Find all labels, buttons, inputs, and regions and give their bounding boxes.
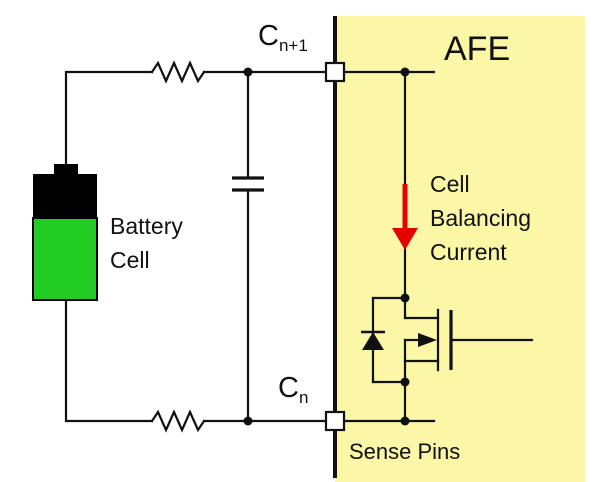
body-diode-icon	[362, 332, 384, 350]
pin-top-base: C	[258, 20, 279, 52]
battery-charge	[32, 217, 98, 301]
node-bottom-right	[400, 416, 410, 426]
pin-bottom-label: Cn	[278, 372, 308, 407]
node-top-left	[243, 67, 253, 77]
battery-label-line2: Cell	[110, 247, 150, 273]
battery-label-line1: Battery	[110, 213, 183, 239]
balancing-label-line3: Current	[430, 239, 507, 265]
top-resistor	[150, 60, 206, 84]
battery-terminal	[54, 164, 78, 176]
balancing-label-line2: Balancing	[430, 205, 531, 231]
balancing-arrowhead	[392, 228, 418, 250]
pin-top-square	[324, 61, 346, 83]
battery-cap	[33, 174, 97, 218]
pin-top-subscript: n+1	[279, 36, 308, 55]
balancing-label-line1: Cell	[430, 171, 470, 197]
mosfet-arrow-icon	[418, 333, 437, 347]
bottom-resistor	[150, 409, 206, 433]
pin-top-label: Cn+1	[258, 20, 308, 55]
bottom-wire-left	[64, 296, 154, 423]
sense-pins-label: Sense Pins	[349, 439, 460, 464]
pin-bottom-square	[324, 410, 346, 432]
top-wire-left	[64, 70, 154, 172]
pin-bottom-base: C	[278, 372, 299, 404]
node-bottom-left	[243, 416, 253, 426]
node-top-right	[400, 67, 410, 77]
afe-label: AFE	[444, 30, 510, 68]
afe-region	[335, 16, 585, 482]
mosfet-switch	[361, 293, 534, 423]
pin-bottom-subscript: n	[299, 388, 308, 407]
